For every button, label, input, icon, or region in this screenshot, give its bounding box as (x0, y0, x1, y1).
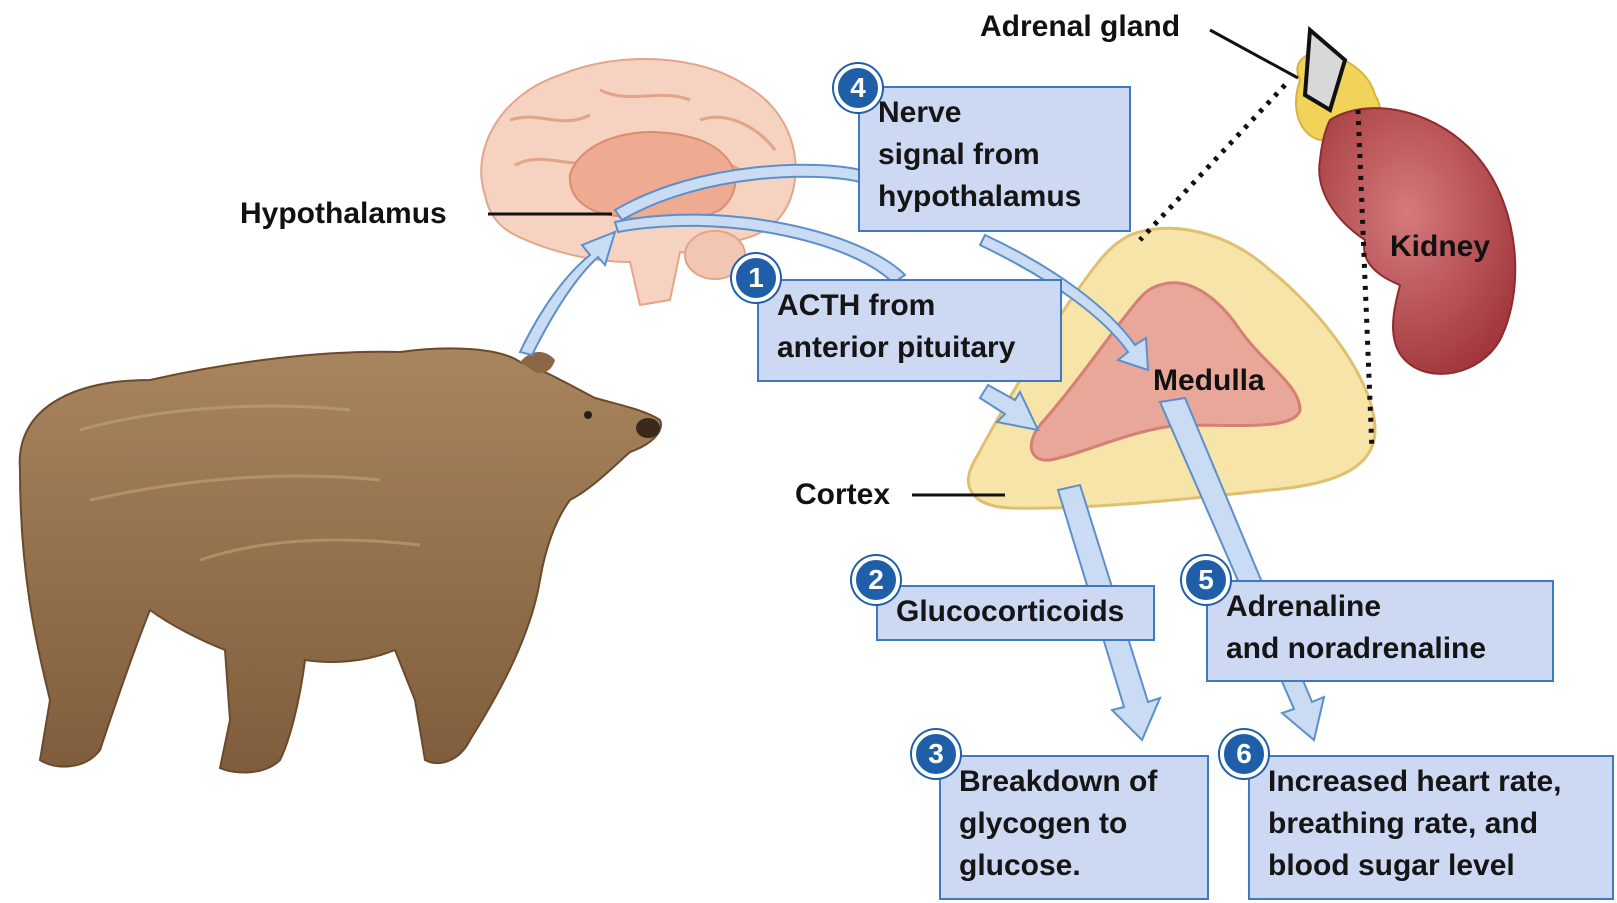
step-5-box: Adrenaline and noradrenaline (1206, 580, 1554, 682)
step-3-text: Breakdown of (959, 761, 1195, 803)
step-4-box: Nerve signal from hypothalamus (858, 86, 1131, 232)
step-3-text: glycogen to (959, 803, 1195, 845)
step-3-badge: 3 (912, 730, 960, 778)
step-5-text: and noradrenaline (1226, 628, 1540, 670)
step-6-badge: 6 (1220, 730, 1268, 778)
kidney-label: Kidney (1390, 232, 1490, 262)
step-1-text: anterior pituitary (777, 327, 1048, 369)
step-4-text: hypothalamus (878, 176, 1117, 218)
adrenal-gland-leader (1210, 30, 1298, 78)
medulla-label: Medulla (1153, 366, 1265, 396)
step-2-text: Glucocorticoids (896, 591, 1141, 633)
bear-nose (636, 418, 660, 438)
bear-eye (584, 411, 592, 419)
step-3-text: glucose. (959, 845, 1195, 887)
hypothalamus-label: Hypothalamus (240, 199, 447, 229)
adrenal-gland-label: Adrenal gland (980, 12, 1180, 42)
cortex-label: Cortex (795, 480, 890, 510)
step-6-text: Increased heart rate, (1268, 761, 1600, 803)
step-1-box: ACTH from anterior pituitary (757, 279, 1062, 382)
zoom-line-left (1140, 85, 1285, 240)
step-1-badge: 1 (732, 254, 780, 302)
step-1-text: ACTH from (777, 285, 1048, 327)
step-6-text: breathing rate, and (1268, 803, 1600, 845)
step-6-text: blood sugar level (1268, 845, 1600, 887)
step-3-box: Breakdown of glycogen to glucose. (939, 755, 1209, 900)
bear-illustration (20, 348, 661, 772)
step-4-text: Nerve (878, 92, 1117, 134)
bear-body (20, 348, 661, 772)
step-2-badge: 2 (852, 556, 900, 604)
step-5-badge: 5 (1182, 556, 1230, 604)
step-4-text: signal from (878, 134, 1117, 176)
step-4-badge: 4 (834, 64, 882, 112)
step-2-box: Glucocorticoids (876, 585, 1155, 641)
step-5-text: Adrenaline (1226, 586, 1540, 628)
kidney-illustration (1296, 30, 1515, 374)
step-6-box: Increased heart rate, breathing rate, an… (1248, 755, 1614, 900)
